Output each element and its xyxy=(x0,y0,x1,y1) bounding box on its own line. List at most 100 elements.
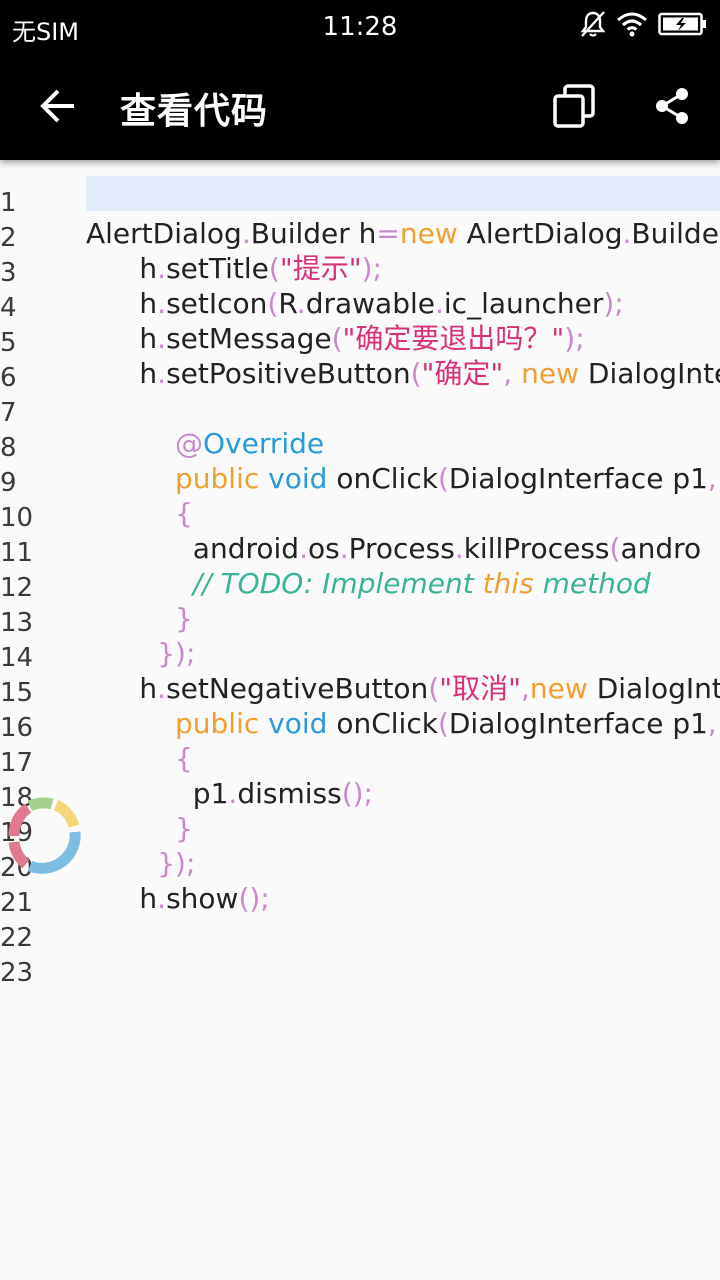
code-token: ); xyxy=(564,322,585,355)
code-token: drawable xyxy=(305,287,435,320)
wifi-icon xyxy=(617,12,647,37)
code-token: } xyxy=(175,602,193,635)
code-token: h xyxy=(86,672,158,705)
code-line: } xyxy=(86,596,720,635)
arrow-left-icon xyxy=(40,89,74,123)
copy-button[interactable] xyxy=(544,76,604,136)
code-token: ( xyxy=(437,707,449,740)
code-token: method xyxy=(533,567,651,600)
line-number: 6 xyxy=(0,363,17,393)
code-line: }); xyxy=(86,841,720,880)
code-token: public xyxy=(175,707,260,740)
code-token: h xyxy=(86,357,158,390)
code-token xyxy=(86,462,175,495)
code-token: dismiss xyxy=(237,777,342,810)
code-token: setTitle xyxy=(166,252,269,285)
code-token: ( xyxy=(428,672,440,705)
bell-muted-icon xyxy=(580,11,606,37)
code-line xyxy=(86,176,720,211)
code-token: DialogInt xyxy=(587,672,720,705)
code-token: ( xyxy=(437,462,449,495)
line-number: 1 xyxy=(0,188,17,218)
code-token: (); xyxy=(341,777,373,810)
battery-charging-icon xyxy=(658,12,706,36)
share-button[interactable] xyxy=(642,76,702,136)
code-token: . xyxy=(157,672,167,705)
code-text[interactable]: AlertDialog.Builder h=new AlertDialog.Bu… xyxy=(86,176,720,981)
code-token xyxy=(259,462,268,495)
line-number: 10 xyxy=(0,503,34,533)
code-token: AlertDialog xyxy=(86,217,242,250)
code-token: ( xyxy=(410,357,422,390)
code-token: Process xyxy=(348,532,455,565)
code-token: . xyxy=(157,322,167,355)
code-token: andro xyxy=(620,532,702,565)
code-token xyxy=(86,497,175,530)
current-line-highlight xyxy=(86,176,720,211)
code-token: ( xyxy=(609,532,621,565)
code-token: h xyxy=(86,882,158,915)
loading-spinner-icon xyxy=(8,797,81,874)
code-token: R xyxy=(278,287,297,320)
code-token xyxy=(259,707,268,740)
code-token: . xyxy=(299,532,308,565)
page-title: 查看代码 xyxy=(120,91,269,132)
code-line: // TODO: Implement this method xyxy=(86,561,720,600)
code-token: @ xyxy=(175,427,204,460)
code-token: . xyxy=(157,252,167,285)
share-icon xyxy=(656,88,688,124)
code-token: . xyxy=(296,287,306,320)
code-token: ( xyxy=(268,252,280,285)
code-token: onClick xyxy=(327,707,438,740)
code-token xyxy=(86,707,175,740)
code-token: ( xyxy=(331,322,343,355)
code-token: "确定" xyxy=(421,357,504,390)
line-number: 4 xyxy=(0,293,17,323)
carrier-label: 无SIM xyxy=(12,18,80,46)
code-token: "确定要退出吗？" xyxy=(342,322,565,355)
line-number: 15 xyxy=(0,678,34,708)
back-button[interactable] xyxy=(28,76,88,136)
code-token xyxy=(86,847,157,880)
code-line: }); xyxy=(86,631,720,670)
code-line: android.os.Process.killProcess(andro xyxy=(86,526,720,565)
code-line: public void onClick(DialogInterface p1, xyxy=(86,701,720,740)
code-token: , xyxy=(503,357,522,390)
code-line: h.setMessage("确定要退出吗？"); xyxy=(86,316,720,355)
code-token: setNegativeButton xyxy=(166,672,429,705)
line-number: 12 xyxy=(0,573,34,603)
code-token: DialogInterface p1 xyxy=(448,707,708,740)
code-token: . xyxy=(454,532,464,565)
code-token: Builder h xyxy=(250,217,377,250)
code-token: Builder xyxy=(631,217,720,250)
status-icons xyxy=(580,10,708,38)
code-token: ); xyxy=(603,287,624,320)
code-token: p1 xyxy=(86,777,229,810)
code-token: killProcess xyxy=(463,532,610,565)
code-line: h.setNegativeButton("取消",new DialogInt xyxy=(86,666,720,705)
code-token: ( xyxy=(267,287,279,320)
app-bar: 查看代码 xyxy=(0,52,720,160)
code-token: new xyxy=(521,357,579,390)
code-token: os xyxy=(307,532,340,565)
code-line: @Override xyxy=(86,421,720,460)
code-token xyxy=(86,742,175,775)
code-token: = xyxy=(376,217,400,250)
code-line xyxy=(86,946,720,981)
code-line: { xyxy=(86,736,720,775)
code-token xyxy=(86,602,175,635)
code-line xyxy=(86,386,720,421)
code-token xyxy=(86,567,193,600)
code-token: } xyxy=(175,812,193,845)
code-line: h.setTitle("提示"); xyxy=(86,246,720,285)
code-token: { xyxy=(175,497,193,530)
code-token: . xyxy=(434,287,444,320)
line-number: 7 xyxy=(0,398,17,428)
code-token: , xyxy=(707,707,717,740)
code-token: ic_launcher xyxy=(443,287,604,320)
code-token: . xyxy=(622,217,632,250)
code-token: onClick xyxy=(327,462,438,495)
code-token: DialogInterface p1 xyxy=(448,462,708,495)
line-number: 3 xyxy=(0,258,17,288)
